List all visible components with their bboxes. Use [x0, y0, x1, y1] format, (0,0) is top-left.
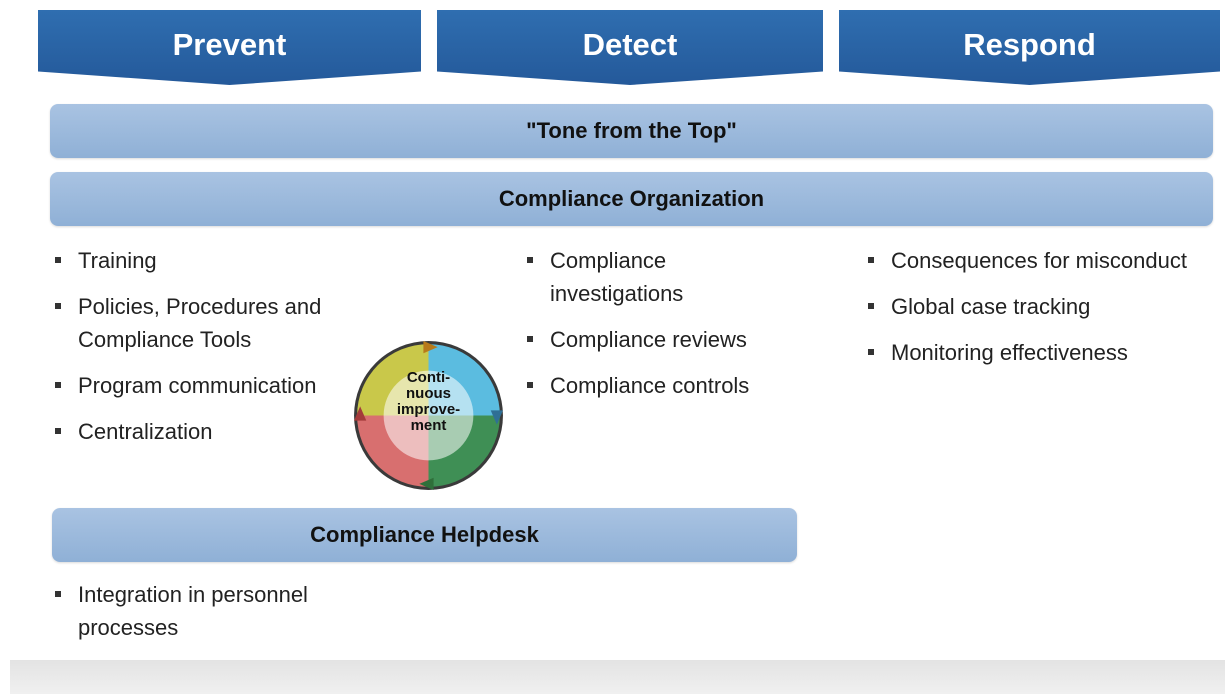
band-organization-label: Compliance Organization: [498, 186, 765, 211]
detect-list: Compliance investigations Compliance rev…: [524, 244, 764, 415]
cycle-label-line: Conti-: [406, 369, 451, 386]
helpdesk-list: Integration in personnel processes: [52, 578, 382, 657]
respond-list: Consequences for misconduct Global case …: [865, 244, 1205, 382]
footer-bar: [10, 660, 1225, 694]
band-tone-label: "Tone from the Top": [526, 118, 737, 143]
list-item: Centralization: [52, 415, 382, 448]
cycle-label-line: nuous: [406, 385, 451, 402]
band-helpdesk-label: Compliance Helpdesk: [310, 522, 539, 547]
header-detect-label: Detect: [582, 26, 678, 62]
header-respond-label: Respond: [963, 26, 1096, 62]
band-tone-from-the-top: "Tone from the Top": [50, 104, 1213, 158]
header-prevent: Prevent: [38, 10, 421, 85]
list-item: Compliance reviews: [524, 323, 764, 356]
band-compliance-organization: Compliance Organization: [50, 172, 1213, 226]
list-item: Training: [52, 244, 382, 277]
header-respond: Respond: [839, 10, 1220, 85]
list-item: Compliance investigations: [524, 244, 764, 310]
prevent-list: Training Policies, Procedures and Compli…: [52, 244, 382, 461]
header-prevent-label: Prevent: [172, 26, 287, 62]
list-item: Compliance controls: [524, 369, 764, 402]
cycle-label-line: ment: [410, 417, 447, 434]
header-detect: Detect: [437, 10, 823, 85]
band-compliance-helpdesk: Compliance Helpdesk: [52, 508, 797, 562]
list-item: Integration in personnel processes: [52, 578, 382, 644]
cycle-label-line: improve-: [396, 401, 461, 418]
list-item: Consequences for misconduct: [865, 244, 1205, 277]
cycle-label: Conti- nuous improve- ment: [352, 370, 505, 434]
continuous-improvement-cycle-icon: [354, 341, 503, 490]
list-item: Monitoring effectiveness: [865, 336, 1205, 369]
list-item: Global case tracking: [865, 290, 1205, 323]
list-item: Policies, Procedures and Compliance Tool…: [52, 290, 382, 356]
list-item: Program communication: [52, 369, 382, 402]
